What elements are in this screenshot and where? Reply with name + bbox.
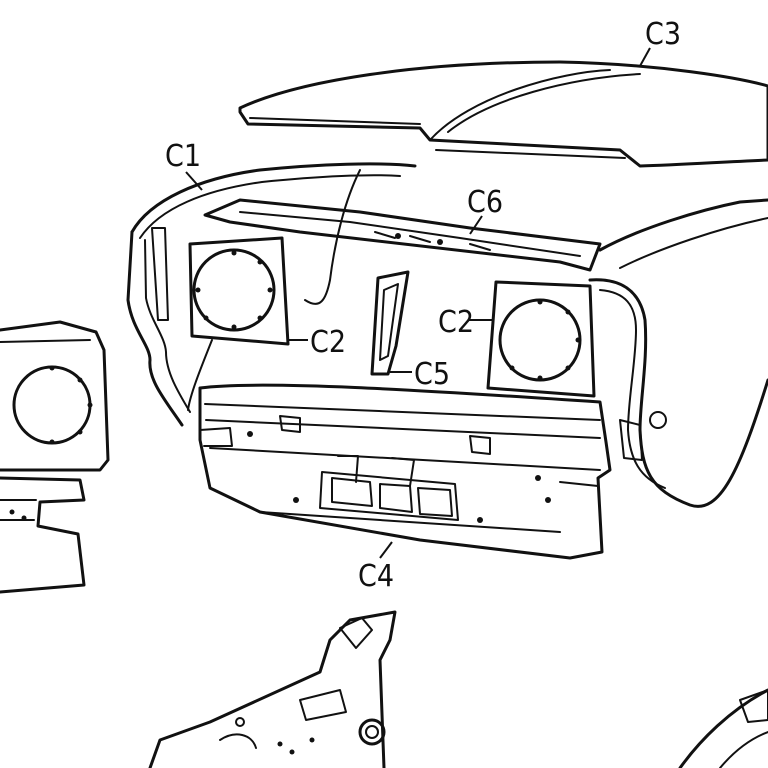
front-valance-part — [198, 383, 612, 560]
bonnet-part — [238, 60, 768, 168]
callout-c3: C3 — [645, 17, 681, 52]
grille-badge-part — [370, 270, 410, 376]
callout-c2-left: C2 — [310, 325, 346, 360]
callout-c4: C4 — [358, 559, 394, 594]
front-panel-part — [203, 169, 602, 305]
callout-c6: C6 — [467, 185, 503, 220]
callout-c1: C1 — [165, 139, 201, 174]
callout-c5: C5 — [414, 357, 450, 392]
right-wing-part — [588, 198, 768, 508]
right-headlamp-bowl-part — [486, 280, 596, 398]
callout-c2-right: C2 — [438, 305, 474, 340]
left-partial-headlamp-assembly — [0, 320, 110, 594]
left-wing-part — [126, 162, 417, 427]
inner-wing-panel-part — [148, 610, 397, 768]
callout-leaders — [185, 47, 651, 559]
right-partial-panel-part — [678, 688, 768, 768]
left-headlamp-bowl-part — [188, 236, 290, 346]
